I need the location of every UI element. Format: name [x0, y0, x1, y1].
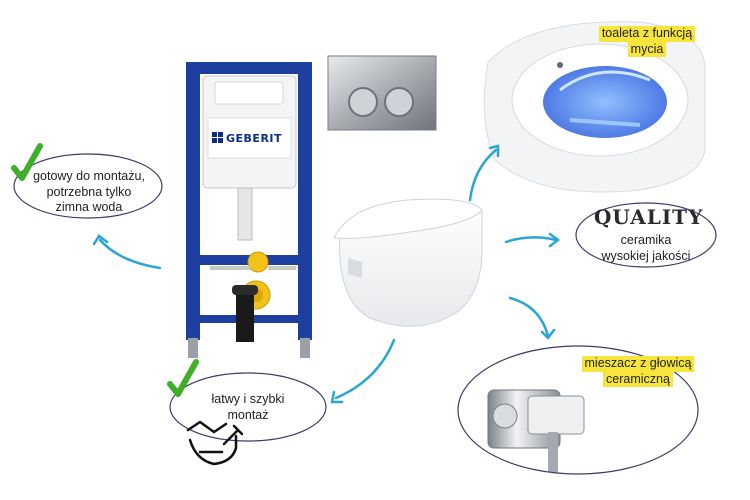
arrow-head — [488, 144, 500, 158]
arrow-to-easy-oval — [334, 338, 396, 400]
arrow-to-quality — [504, 236, 558, 244]
geberit-logo: GEBERIT — [226, 132, 283, 145]
check-icon — [11, 143, 43, 181]
arrow-head — [92, 234, 109, 246]
mixer-image — [487, 389, 585, 472]
feature-line: zimna woda — [55, 200, 123, 215]
feature-line: ceramika — [620, 233, 672, 247]
feature-washing-toilet: toaleta z funkcją mycia — [582, 26, 712, 58]
feature-line: wysokiej jakości — [601, 248, 691, 263]
flush-plate-image — [327, 55, 437, 131]
arrow-head — [548, 232, 561, 248]
feature-line: potrzebna tylko — [46, 184, 132, 199]
oval-quality — [575, 202, 717, 268]
check-icon — [167, 359, 199, 397]
washing-toilet-image — [483, 21, 706, 193]
oval-ready-to-mount — [13, 153, 163, 219]
feature-line: montaż — [227, 407, 269, 422]
oval-easy-install — [169, 372, 327, 442]
arrow-head — [330, 390, 344, 404]
highlighted-line: ceramiczną — [603, 371, 673, 388]
oval-mixer — [457, 345, 699, 475]
feature-easy-install: łatwy i szybki montaż — [196, 392, 300, 423]
arrow-to-washing — [468, 148, 498, 202]
feature-quality-ceramic: ceramika wysokiej jakości — [586, 233, 706, 264]
highlighted-line: mieszacz z głowicą — [581, 356, 695, 372]
feature-ready-to-mount: gotowy do montażu, potrzebna tylko zimna… — [18, 169, 160, 216]
wrench-hand-icon — [186, 420, 244, 466]
arrow-head — [540, 328, 556, 340]
arrow-graphics — [92, 144, 561, 404]
arrow-to-ready-oval — [98, 238, 162, 270]
feature-line: gotowy do montażu, — [33, 169, 145, 183]
highlighted-line: toaleta z funkcją — [598, 26, 696, 42]
highlighted-line: mycia — [627, 41, 667, 58]
arrow-to-mixer — [508, 296, 550, 338]
quality-stamp: QUALITY — [594, 205, 704, 229]
toilet-bowl-image — [333, 198, 483, 327]
installation-frame-image — [186, 62, 312, 358]
feature-line: łatwy i szybki — [211, 392, 285, 406]
feature-ceramic-mixer: mieszacz z głowicą ceramiczną — [568, 356, 708, 388]
